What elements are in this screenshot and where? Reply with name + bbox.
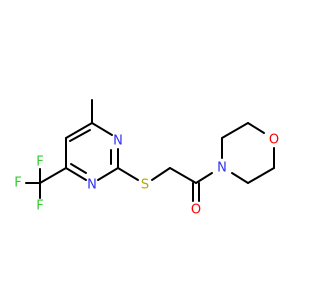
bond-c2-s (117, 167, 139, 181)
bond-morph-c3-c4 (247, 167, 275, 184)
bond-n3-c4 (91, 122, 113, 136)
molecule-structure: N N S O N O F F F (14, 99, 279, 218)
atom-s-thioether: S (141, 178, 149, 193)
bond-c4-c5 (65, 122, 93, 139)
bond-n1-c2 (97, 167, 119, 181)
atom-n-top: N (113, 134, 123, 149)
atom-n-bottom: N (87, 178, 97, 193)
bond-c4-c5-inner (69, 129, 91, 142)
bond-morph-c1-c2 (221, 122, 249, 139)
atom-f-bottom: F (36, 199, 43, 214)
atom-label-layer: N N S O N O F F F (14, 133, 279, 218)
molecule-structure-canvas: N N S O N O F F F (14, 99, 279, 218)
atom-o-morpholine: O (269, 133, 279, 148)
atom-o-carbonyl: O (191, 203, 201, 218)
atom-n-morpholine: N (217, 161, 227, 176)
atom-f-left: F (14, 176, 21, 191)
bond-layer (25, 99, 275, 202)
bond-morph-c2-o (247, 122, 265, 134)
bond-morph-c4-n (231, 172, 249, 184)
bond-ch2-carbonyl (169, 167, 197, 184)
bond-s-ch2 (151, 167, 171, 181)
bond-c6-cf3 (39, 167, 67, 184)
bond-carbonyl-n (195, 172, 213, 184)
bond-c6-n1 (65, 167, 87, 181)
bond-c6-n1-inner (70, 163, 87, 174)
atom-f-top: F (36, 155, 43, 170)
